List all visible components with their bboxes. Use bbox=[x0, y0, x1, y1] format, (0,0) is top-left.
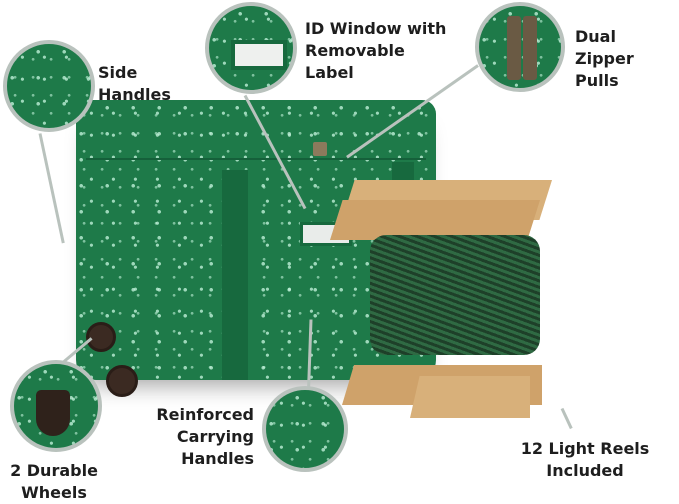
light-reel bbox=[330, 180, 560, 420]
label-card bbox=[231, 40, 287, 70]
callout-light-reels: 12 Light Reels Included bbox=[520, 439, 650, 480]
zipper-pull-2 bbox=[523, 16, 537, 80]
callout-dual-zipper: Dual Zipper Pulls bbox=[575, 27, 634, 90]
wheel-detail-circle bbox=[10, 360, 102, 452]
zipper-pull-1 bbox=[507, 16, 521, 80]
zipper-detail-circle bbox=[475, 2, 565, 92]
carrying-strap-left bbox=[222, 170, 248, 380]
callout-carrying-handles: Reinforced Carrying Handles bbox=[156, 405, 254, 468]
wheel-back bbox=[86, 322, 116, 352]
zipper-pulls bbox=[313, 142, 327, 156]
wheel-closeup bbox=[36, 390, 70, 436]
carrying-handles-detail-circle bbox=[262, 386, 348, 472]
side-handles-leader bbox=[38, 133, 65, 244]
wheel-front bbox=[106, 365, 138, 397]
bag-lid-seam bbox=[86, 158, 426, 160]
light-reels-leader bbox=[560, 407, 573, 430]
callout-side-handles: Side Handles bbox=[98, 63, 171, 104]
side-handles-detail-circle bbox=[3, 40, 95, 132]
callout-wheels: 2 Durable Wheels bbox=[10, 461, 98, 502]
callout-id-window: ID Window with Removable Label bbox=[305, 19, 447, 82]
id-window-detail-circle bbox=[205, 2, 297, 94]
